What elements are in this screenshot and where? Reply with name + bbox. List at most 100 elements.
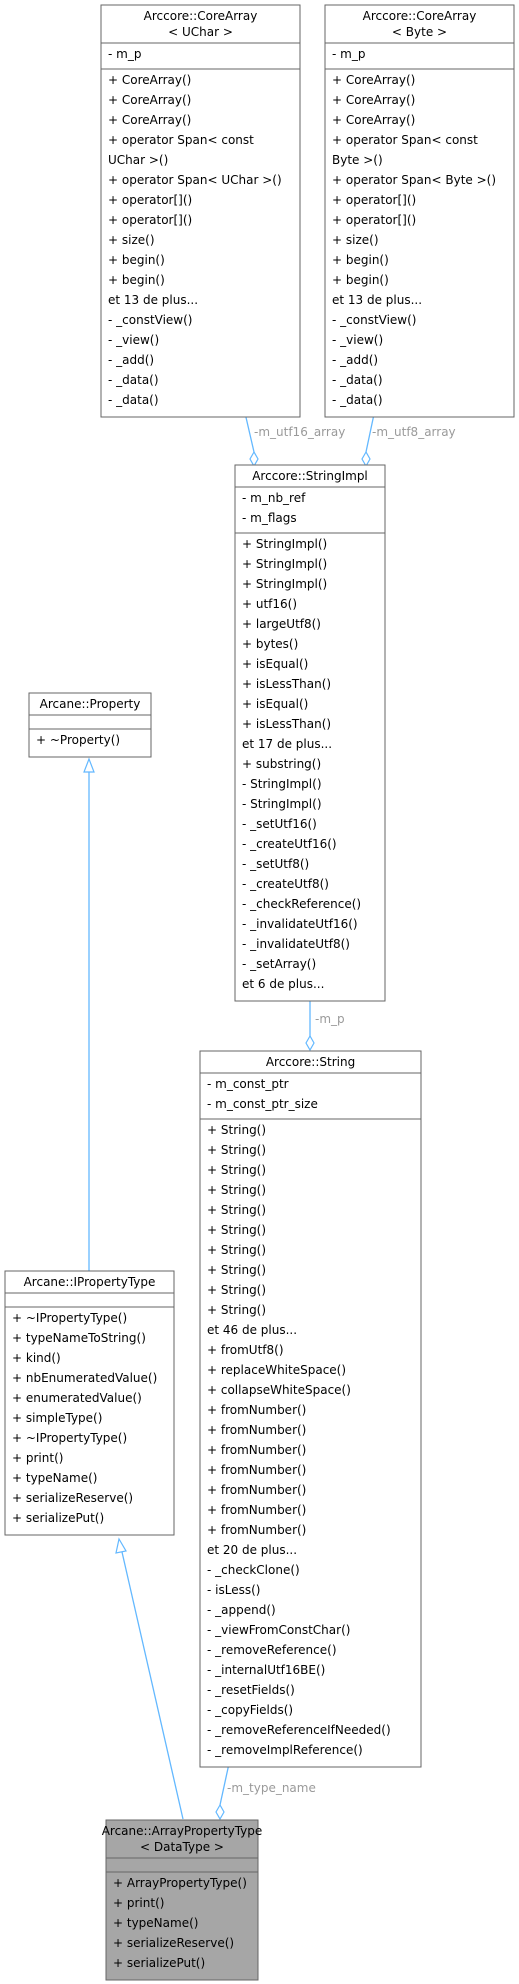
edge-utf16-diamond-icon <box>249 450 259 468</box>
class-method: + String() <box>207 1303 266 1317</box>
class-box-stringimpl[interactable]: Arccore::StringImpl- m_nb_ref- m_flags+ … <box>234 464 386 1002</box>
class-method: - StringImpl() <box>242 777 322 791</box>
class-title: < DataType > <box>140 1840 224 1854</box>
class-method: + fromNumber() <box>207 1443 306 1457</box>
class-method: + CoreArray() <box>108 113 191 127</box>
edge-label-utf8: -m_utf8_array <box>372 425 456 439</box>
class-method: + isEqual() <box>242 657 308 671</box>
class-method: + StringImpl() <box>242 557 327 571</box>
class-method: + enumeratedValue() <box>12 1391 142 1405</box>
class-title: Arcane::ArrayPropertyType <box>102 1824 263 1838</box>
edge-label-m-p: -m_p <box>315 1012 345 1026</box>
inherit-arrow-icon <box>83 757 95 773</box>
class-method: + String() <box>207 1143 266 1157</box>
class-method: + operator Span< UChar >() <box>108 173 282 187</box>
class-method: + typeNameToString() <box>12 1331 146 1345</box>
class-box-frame <box>105 1819 259 1981</box>
class-method: + serializeReserve() <box>113 1936 234 1950</box>
class-method: + serializePut() <box>113 1956 205 1970</box>
class-method: et 17 de plus... <box>242 737 332 751</box>
class-method: + String() <box>207 1203 266 1217</box>
class-method: et 46 de plus... <box>207 1323 297 1337</box>
class-attribute: - m_flags <box>242 511 297 525</box>
class-method: + bytes() <box>242 637 298 651</box>
class-method: - _copyFields() <box>207 1703 293 1717</box>
class-method: + collapseWhiteSpace() <box>207 1383 351 1397</box>
edge-utf8-diamond-icon <box>361 450 371 468</box>
class-method: Byte >() <box>332 153 383 167</box>
class-method: + fromNumber() <box>207 1483 306 1497</box>
class-method: + String() <box>207 1183 266 1197</box>
class-method: + StringImpl() <box>242 537 327 551</box>
class-box-ipropertytype[interactable]: Arcane::IPropertyType+ ~IPropertyType()+… <box>4 1270 175 1536</box>
class-method: - _add() <box>332 353 378 367</box>
class-box-property[interactable]: Arcane::Property+ ~Property() <box>28 692 152 758</box>
class-method: + String() <box>207 1243 266 1257</box>
class-method: - _setUtf8() <box>242 857 309 871</box>
class-method: + serializeReserve() <box>12 1491 133 1505</box>
class-title: Arcane::IPropertyType <box>24 1275 156 1289</box>
class-method: - _data() <box>332 373 383 387</box>
class-method: + serializePut() <box>12 1511 104 1525</box>
class-method: - _removeReference() <box>207 1643 337 1657</box>
class-title: < UChar > <box>168 25 233 39</box>
class-method: + size() <box>332 233 379 247</box>
class-box-corearray-uchar[interactable]: Arccore::CoreArray< UChar >- m_p+ CoreAr… <box>100 4 301 418</box>
class-method: + print() <box>12 1451 63 1465</box>
class-box-arraypropertytype[interactable]: Arcane::ArrayPropertyType< DataType >+ A… <box>102 1819 263 1981</box>
class-method: + fromNumber() <box>207 1423 306 1437</box>
class-method: + isLessThan() <box>242 717 331 731</box>
class-method: - _append() <box>207 1603 276 1617</box>
class-method: - _constView() <box>108 313 193 327</box>
class-method: + ~IPropertyType() <box>12 1431 127 1445</box>
class-method: + begin() <box>108 273 165 287</box>
class-attribute: - m_nb_ref <box>242 491 306 505</box>
class-method: - _resetFields() <box>207 1683 295 1697</box>
class-method: + begin() <box>332 273 389 287</box>
class-method: - _checkReference() <box>242 897 361 911</box>
class-box-frame <box>234 464 386 1002</box>
class-method: + CoreArray() <box>108 93 191 107</box>
class-method: - StringImpl() <box>242 797 322 811</box>
class-method: - _data() <box>108 373 159 387</box>
inherit-arrow-icon <box>115 1537 127 1554</box>
class-method: - _removeReferenceIfNeeded() <box>207 1723 391 1737</box>
class-method: + begin() <box>108 253 165 267</box>
class-method: - _setArray() <box>242 957 316 971</box>
class-method: - _data() <box>108 393 159 407</box>
class-method: + CoreArray() <box>108 73 191 87</box>
class-method: + fromNumber() <box>207 1463 306 1477</box>
class-method: + operator[]() <box>332 193 416 207</box>
class-method: + ~IPropertyType() <box>12 1311 127 1325</box>
class-box-corearray-byte[interactable]: Arccore::CoreArray< Byte >- m_p+ CoreArr… <box>324 4 515 418</box>
class-title: Arccore::StringImpl <box>252 469 368 483</box>
class-method: - _createUtf8() <box>242 877 329 891</box>
class-title: Arccore::String <box>266 1055 355 1069</box>
class-title: Arcane::Property <box>40 697 141 711</box>
class-method: + nbEnumeratedValue() <box>12 1371 157 1385</box>
class-method: + isLessThan() <box>242 677 331 691</box>
class-method: + ArrayPropertyType() <box>113 1876 247 1890</box>
class-method: + operator[]() <box>332 213 416 227</box>
class-method: + fromNumber() <box>207 1403 306 1417</box>
class-title: Arccore::CoreArray <box>363 9 477 23</box>
class-method: + String() <box>207 1163 266 1177</box>
class-method: + CoreArray() <box>332 73 415 87</box>
class-method: + ~Property() <box>36 733 120 747</box>
class-method: - _add() <box>108 353 154 367</box>
class-method: - _createUtf16() <box>242 837 337 851</box>
class-title: Arccore::CoreArray <box>144 9 258 23</box>
class-method: - _removeImplReference() <box>207 1743 363 1757</box>
edge-labels-layer: -m_utf16_array -m_utf8_array -m_p -m_typ… <box>227 425 456 1795</box>
class-method: + operator Span< const <box>332 133 478 147</box>
class-method: - _data() <box>332 393 383 407</box>
class-method: + String() <box>207 1283 266 1297</box>
class-attribute: - m_const_ptr_size <box>207 1097 318 1111</box>
class-method: + replaceWhiteSpace() <box>207 1363 346 1377</box>
class-method: + typeName() <box>12 1471 97 1485</box>
class-method: - isLess() <box>207 1583 260 1597</box>
class-box-string[interactable]: Arccore::String- m_const_ptr- m_const_pt… <box>199 1050 422 1768</box>
class-method: + typeName() <box>113 1916 198 1930</box>
class-method: - _view() <box>332 333 383 347</box>
class-method: - _internalUtf16BE() <box>207 1663 325 1677</box>
